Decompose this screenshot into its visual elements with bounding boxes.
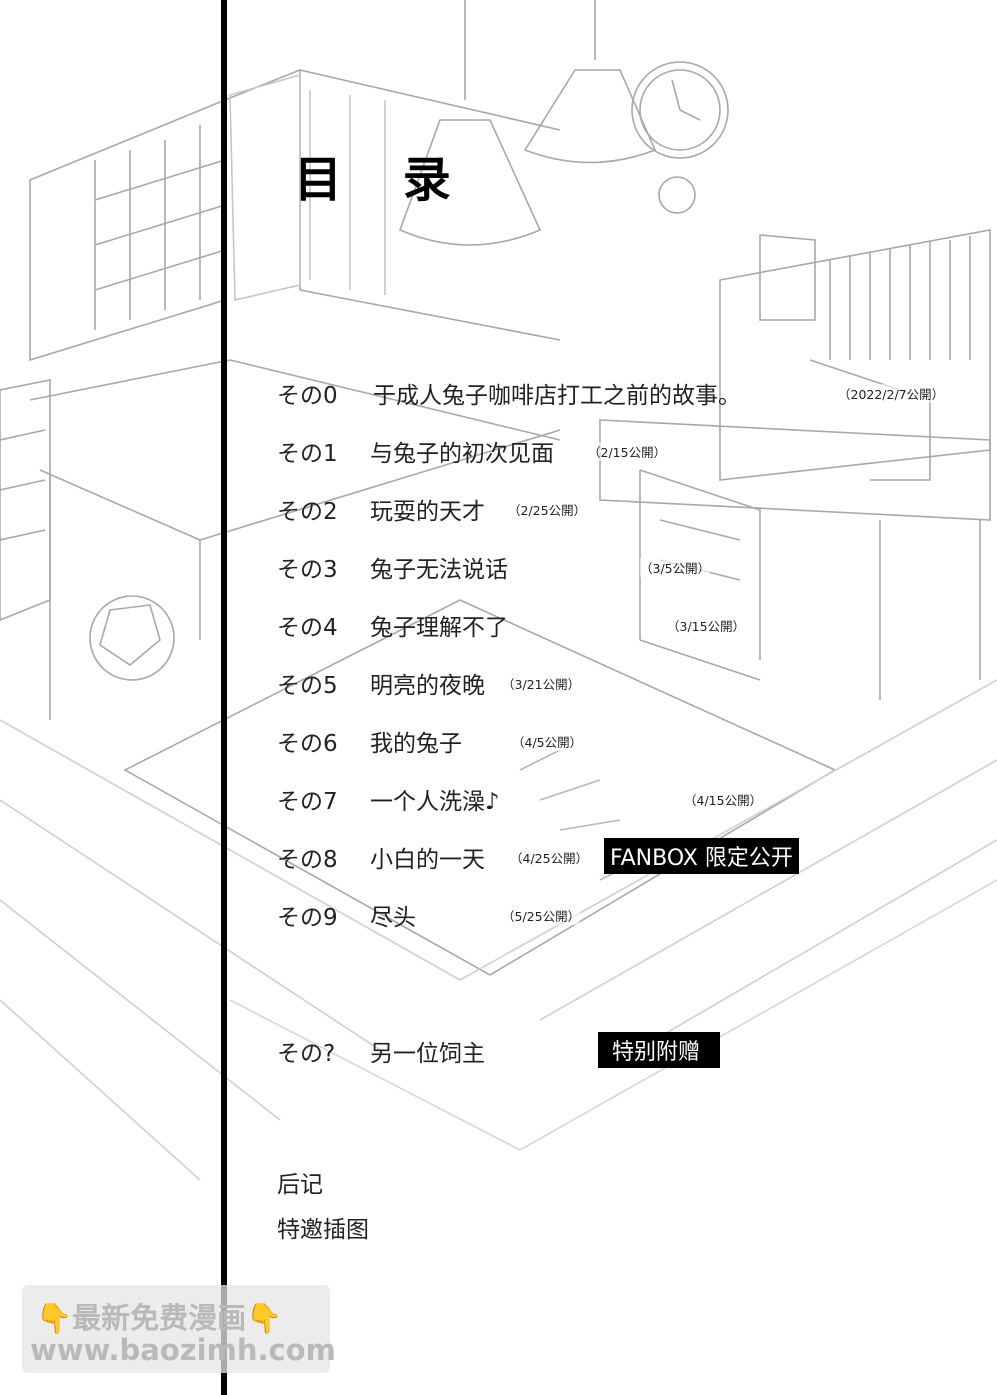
toc-entry-7[interactable]: その7 一个人洗澡♪ （4/15公開） xyxy=(0,776,997,816)
chapter-date: （4/25公開） xyxy=(510,848,589,867)
toc-entry-2[interactable]: その2 玩耍的天才 （2/25公開） xyxy=(0,486,997,526)
chapter-date: （4/5公開） xyxy=(512,732,583,751)
toc-entry-0[interactable]: その0 于成人兔子咖啡店打工之前的故事。 （2022/2/7公開） xyxy=(0,370,997,410)
chapter-title: 兔子无法说话 xyxy=(370,557,508,583)
toc-entry-1[interactable]: その1 与兔子的初次见面 （2/15公開） xyxy=(0,428,997,468)
chapter-date: （3/5公開） xyxy=(640,558,711,577)
toc-entry-5[interactable]: その5 明亮的夜晚 （3/21公開） xyxy=(0,660,997,700)
watermark: 👇最新免费漫画👇 www.baozimh.com xyxy=(22,1285,336,1373)
chapter-number: その3 xyxy=(277,557,338,583)
chapter-number: その4 xyxy=(277,615,338,641)
chapter-number: その5 xyxy=(277,673,338,699)
chapter-title: 玩耍的天才 xyxy=(370,499,485,525)
chapter-date: （4/15公開） xyxy=(684,790,763,809)
chapter-title: 尽头 xyxy=(370,905,416,931)
chapter-date: （2/15公開） xyxy=(588,442,667,461)
page-title: 目 录 xyxy=(294,152,473,208)
afterword-link[interactable]: 后记 xyxy=(277,1172,323,1198)
toc-entry-6[interactable]: その6 我的兔子 （4/5公開） xyxy=(0,718,997,758)
pointing-down-icon: 👇 xyxy=(246,1301,283,1335)
chapter-number: その7 xyxy=(277,789,338,815)
pointing-down-icon: 👇 xyxy=(36,1301,73,1335)
fanbox-badge: FANBOX 限定公开 xyxy=(604,838,799,874)
chapter-date: （3/21公開） xyxy=(502,674,581,693)
chapter-number: その2 xyxy=(277,499,338,525)
chapter-number: その1 xyxy=(277,441,338,467)
chapter-title: 我的兔子 xyxy=(370,731,462,757)
toc-entry-4[interactable]: その4 兔子理解不了 （3/15公開） xyxy=(0,602,997,642)
chapter-title: 明亮的夜晚 xyxy=(370,673,485,699)
chapter-title: 于成人兔子咖啡店打工之前的故事。 xyxy=(373,383,741,409)
chapter-number: その0 xyxy=(277,383,338,409)
toc-entry-8[interactable]: その8 小白的一天 （4/25公開） FANBOX 限定公开 xyxy=(0,834,997,874)
chapter-title: 兔子理解不了 xyxy=(370,615,508,641)
chapter-title: 另一位饲主 xyxy=(370,1041,485,1067)
guest-illustrations-link[interactable]: 特邀插图 xyxy=(277,1217,369,1243)
toc-entry-special[interactable]: その? 另一位饲主 特别附赠 xyxy=(0,1028,997,1068)
chapter-title: 一个人洗澡♪ xyxy=(370,789,500,815)
chapter-number: その8 xyxy=(277,847,338,873)
watermark-line1: 👇最新免费漫画👇 xyxy=(36,1301,283,1335)
chapter-date: （2022/2/7公開） xyxy=(838,384,945,403)
vertical-divider-line xyxy=(221,0,227,1395)
chapter-date: （2/25公開） xyxy=(508,500,587,519)
chapter-number: その9 xyxy=(277,905,338,931)
chapter-date: （5/25公開） xyxy=(502,906,581,925)
chapter-title: 小白的一天 xyxy=(370,847,485,873)
toc-entry-3[interactable]: その3 兔子无法说话 （3/5公開） xyxy=(0,544,997,584)
chapter-number: その? xyxy=(277,1041,336,1067)
chapter-date: （3/15公開） xyxy=(667,616,746,635)
toc-entry-9[interactable]: その9 尽头 （5/25公開） xyxy=(0,892,997,932)
chapter-number: その6 xyxy=(277,731,338,757)
watermark-url: www.baozimh.com xyxy=(30,1333,336,1367)
special-badge: 特别附赠 xyxy=(598,1032,721,1068)
chapter-title: 与兔子的初次见面 xyxy=(370,441,554,467)
